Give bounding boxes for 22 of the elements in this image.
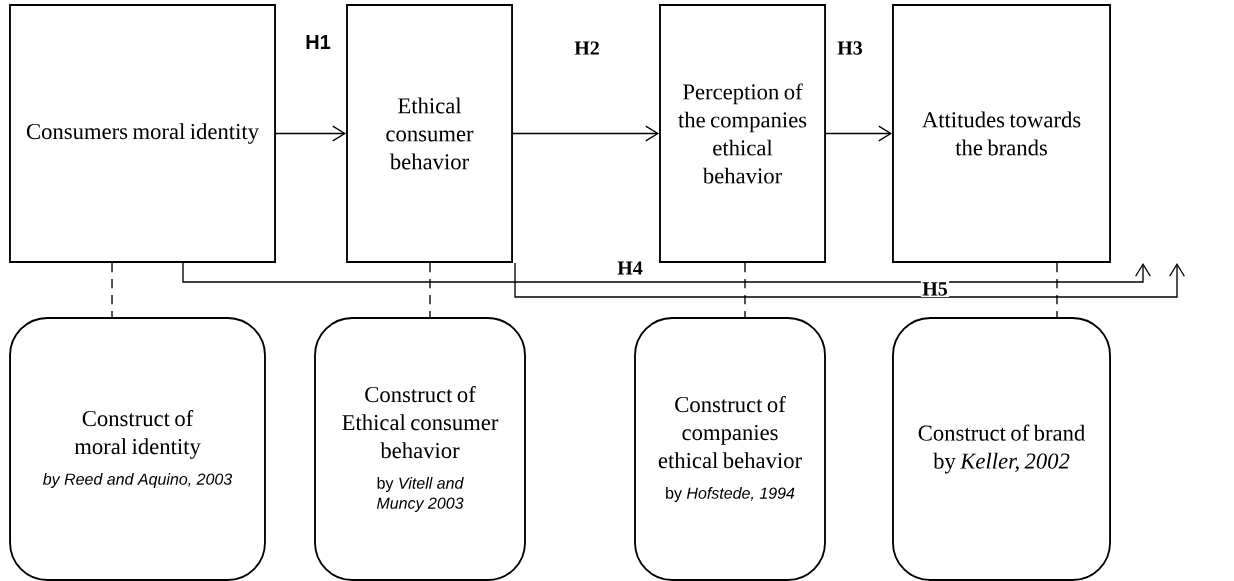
arrow (514, 262, 1185, 298)
concept-box: Ethical consumer behavior (346, 4, 513, 263)
dashed-line (429, 262, 431, 318)
concept-box: Perception of the companies ethical behavior (659, 4, 826, 263)
concept-box: Attitudes towards the brands (892, 4, 1111, 263)
construct-box: Construct of companies ethical behavior by Hofstede, 1994 (634, 317, 826, 581)
edge-label: H4 (615, 260, 645, 276)
concept-box: Consumers moral identity (9, 4, 276, 263)
construct-box: Construct of Ethical consumer behavior by Vitell and Muncy 2003 (314, 317, 526, 581)
edge-label: H5 (920, 281, 950, 297)
dashed-line (111, 262, 113, 318)
edge-label: H1 (303, 33, 333, 51)
edge-label: H2 (572, 40, 602, 56)
arrow (825, 125, 893, 142)
edge-label: H3 (835, 39, 865, 57)
arrow (182, 262, 1151, 283)
arrow (512, 125, 660, 142)
construct-box: Construct of brand by Keller, 2002 (892, 317, 1111, 581)
construct-box: Construct of moral identity by Reed and Aquino, 2003 (9, 317, 266, 581)
dashed-line (744, 262, 746, 318)
arrow (275, 125, 347, 142)
dashed-line (1056, 262, 1058, 318)
